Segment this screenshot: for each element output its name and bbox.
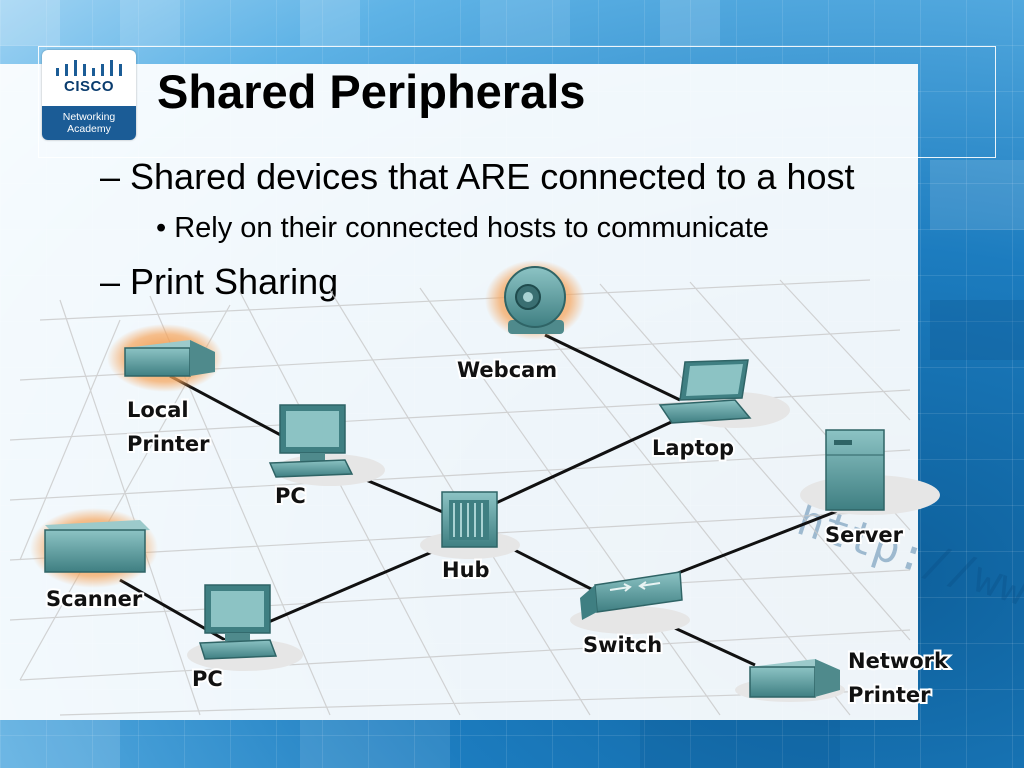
label-pc-bottom: PC [192, 667, 223, 691]
label-scanner: Scanner [46, 587, 143, 611]
server-device [800, 429, 940, 515]
pc-bottom-device [187, 584, 303, 671]
logo-band: Networking Academy [42, 106, 136, 140]
label-local-printer-line2: Printer [127, 432, 210, 456]
logo-band-line2: Academy [67, 123, 111, 135]
laptop-device [658, 359, 790, 428]
cisco-bars-icon [56, 60, 122, 76]
label-laptop: Laptop [652, 436, 734, 460]
label-network-printer-line1: Network [848, 649, 949, 673]
cisco-logo: CISCO Networking Academy [42, 50, 136, 140]
content-panel [0, 64, 918, 720]
background-url-text: http://www [791, 494, 1024, 625]
label-switch: Switch [583, 633, 662, 657]
cisco-wordmark: CISCO [63, 78, 114, 95]
label-server: Server [825, 523, 904, 547]
label-webcam: Webcam [457, 358, 557, 382]
title-frame [38, 46, 996, 158]
label-network-printer-line2: Printer [848, 683, 931, 707]
label-local-printer-line1: Local [127, 398, 189, 422]
scanner-device [30, 508, 158, 588]
local-printer-device [107, 324, 223, 392]
bullet-print-sharing: – Print Sharing [100, 261, 339, 302]
pc-top-device [268, 404, 385, 486]
webcam-device [485, 260, 585, 340]
hub-device [420, 491, 520, 559]
bullet-shared-devices: – Shared devices that ARE connected to a… [100, 156, 855, 197]
network-printer-device [735, 659, 845, 702]
slide-title: Shared Peripherals [157, 65, 586, 118]
logo-band-line1: Networking [62, 111, 116, 123]
label-pc-top: PC [275, 484, 306, 508]
bullet-rely-on-hosts: • Rely on their connected hosts to commu… [156, 212, 770, 244]
label-hub: Hub [442, 558, 490, 582]
switch-device [570, 571, 690, 634]
